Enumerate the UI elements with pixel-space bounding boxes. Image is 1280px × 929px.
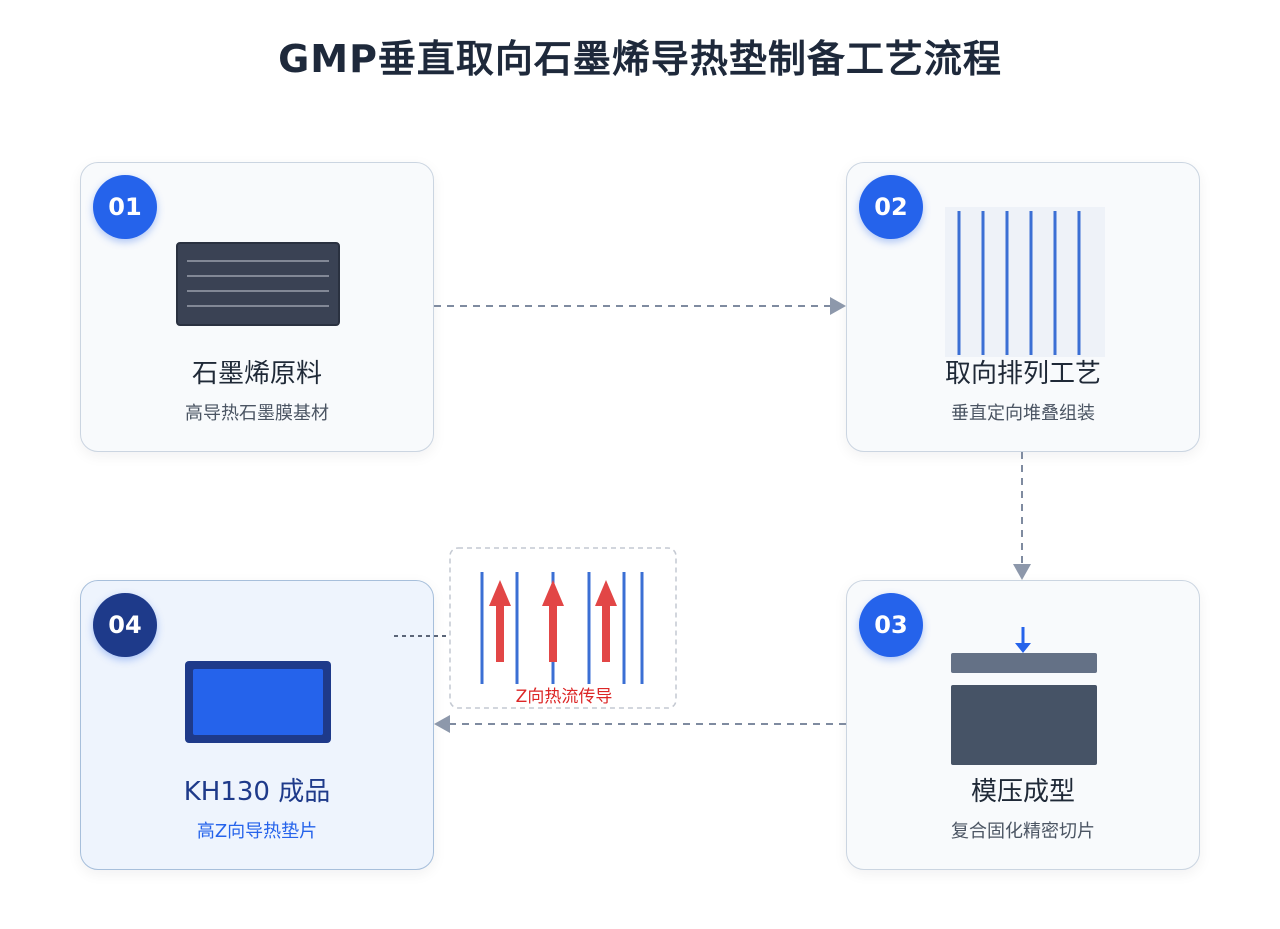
step-title: 取向排列工艺 [944, 359, 1101, 389]
page-title: GMP垂直取向石墨烯导热垫制备工艺流程 [278, 37, 1002, 81]
graphite-sheet-icon [176, 242, 340, 326]
step-card-04: 04 KH130 成品 高Z向导热垫片 [80, 580, 434, 870]
step-card-03: 03 模压成型 复合固化精密切片 [846, 580, 1200, 870]
step-number-badge: 03 [859, 593, 923, 657]
arrowhead-down [1013, 564, 1031, 580]
heat-arrow-icon [595, 580, 617, 662]
heat-arrow-icon [489, 580, 511, 662]
step-title: 模压成型 [970, 777, 1075, 807]
arrowhead-left [434, 715, 450, 733]
step-number-badge: 04 [93, 593, 157, 657]
press-mold-icon [951, 627, 1097, 765]
thermal-pad-icon [185, 661, 331, 743]
heat-flow-inset [449, 547, 677, 709]
step-subtitle: 垂直定向堆叠组装 [951, 403, 1095, 424]
heat-flow-label: Z向热流传导 [515, 687, 613, 707]
step-subtitle: 复合固化精密切片 [951, 821, 1095, 842]
step-title: KH130 成品 [183, 777, 331, 807]
step-number-badge: 02 [859, 175, 923, 239]
step-number-badge: 01 [93, 175, 157, 239]
step-card-02: 02 取向排列工艺 垂直定向堆叠组装 [846, 162, 1200, 452]
arrowhead-right [830, 297, 846, 315]
step-subtitle: 高Z向导热垫片 [196, 821, 318, 842]
step-card-01: 01 石墨烯原料 高导热石墨膜基材 [80, 162, 434, 452]
step-title: 石墨烯原料 [191, 359, 322, 389]
vertical-alignment-icon [945, 207, 1105, 357]
heat-arrow-icon [542, 580, 564, 662]
step-subtitle: 高导热石墨膜基材 [185, 403, 329, 424]
